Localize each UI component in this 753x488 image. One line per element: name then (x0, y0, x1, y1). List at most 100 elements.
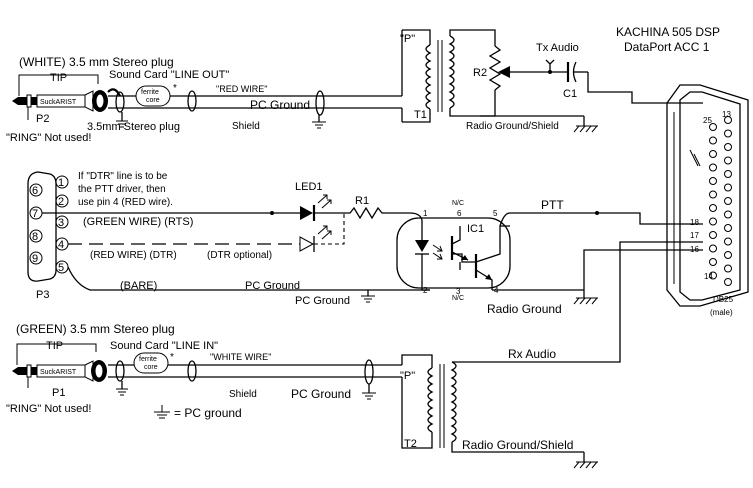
top-wire-twist (107, 88, 121, 97)
transformer-t1 (402, 29, 480, 123)
db9-pin-6: 6 (29, 183, 43, 197)
bottom-sound-card-label: Sound Card "LINE IN" (110, 340, 218, 352)
db25-pin-top-row (724, 224, 732, 232)
t1-p-label: "P" (400, 33, 415, 45)
ptt-radio-ground-label: Radio Ground (487, 302, 562, 316)
db25-pin-bottom-row (709, 136, 717, 145)
db9-pin-8: 8 (29, 229, 43, 243)
svg-text:ferrite: ferrite (141, 89, 159, 96)
bottom-plug-heading: (GREEN) 3.5 mm Stereo plug (16, 322, 175, 336)
ic1-nc-bottom: N/C (452, 295, 464, 302)
top-ferrite-asterisk: * (173, 83, 177, 94)
capacitor-c1 (564, 61, 588, 83)
ic1-pin5: 5 (493, 209, 498, 218)
db25-pin-grid (709, 116, 732, 286)
bottom-ferrite-asterisk: * (170, 352, 174, 363)
ptt-chassis-ground (573, 297, 598, 305)
pc-ground-bare-wire (67, 266, 430, 291)
top-tip-bracket (18, 74, 99, 96)
db9-label: P3 (36, 289, 49, 301)
db9-pin-1: 1 (55, 175, 69, 189)
ic1-nc-top: N/C (452, 200, 464, 207)
db25-pin-bottom-row (709, 190, 717, 199)
rx-radio-ground-label: Radio Ground/Shield (462, 438, 573, 452)
svg-text:3: 3 (58, 217, 64, 229)
db9-pin-3: 3 (55, 215, 69, 229)
dtr-red-label: (RED WIRE) (DTR) (90, 250, 177, 261)
db9-pin-4: 4 (55, 237, 69, 251)
db25-pin-bottom-row (709, 258, 717, 266)
c1-label: C1 (563, 88, 577, 100)
dtr-led-dashed-link (314, 213, 345, 245)
title-line1: KACHINA 505 DSP (616, 25, 720, 39)
db25-pin-bottom-row (709, 204, 717, 212)
db25-pin-top-row (724, 143, 732, 151)
db25-pin-top-row (724, 237, 732, 246)
resistor-r1 (314, 206, 410, 220)
dtr-note-line1: If "DTR" line is to be (78, 171, 168, 182)
top-connector-label: P2 (36, 113, 49, 125)
ptt-label: PTT (541, 198, 564, 212)
top-ground-symbol-2 (312, 121, 326, 129)
db25-pin-top-row (724, 264, 732, 273)
bottom-shield-label: Shield (229, 389, 257, 400)
db25-pin25: 25 (703, 116, 712, 125)
rx-audio-label: Rx Audio (508, 347, 556, 361)
svg-text:7: 7 (32, 208, 38, 220)
db25-pin-top-row (724, 170, 732, 178)
tx-radio-ground-label: Radio Ground/Shield (466, 121, 559, 132)
db25-pin-bottom-row (709, 217, 717, 226)
bottom-ground-symbol-1 (116, 388, 128, 396)
ic1-pin6: 6 (457, 209, 462, 218)
db25-pin-bottom-row (709, 244, 717, 253)
dtr-note-line2: the PTT driver, then (78, 184, 166, 195)
ptt-junction (595, 211, 599, 215)
db25-pin18: 18 (690, 218, 699, 227)
top-stereo-plug: SuckARIST (12, 90, 108, 112)
led1-label: LED1 (295, 181, 323, 193)
db25-pin-bottom-row (709, 123, 717, 131)
ic1-label: IC1 (467, 223, 484, 235)
bottom-connector-label: P1 (52, 387, 65, 399)
bottom-shield-ring-1 (115, 360, 125, 382)
ptt-wire-stub (499, 212, 511, 227)
bottom-shield-ring-2 (187, 360, 197, 382)
r2-label: R2 (473, 67, 487, 79)
tx-audio-wire-b (587, 72, 703, 104)
tx-audio-label: Tx Audio (536, 42, 579, 54)
bottom-plug-body-label: SuckARIST (40, 369, 77, 376)
top-shield-ring-1 (115, 91, 125, 113)
db9-pin-5: 5 (55, 260, 69, 274)
bottom-tip-bracket (16, 343, 97, 365)
db25-pin17: 17 (690, 231, 699, 240)
led1 (300, 194, 332, 221)
top-ferrite-core: ferrite core (135, 85, 171, 107)
svg-text:8: 8 (32, 231, 38, 243)
db25-pin-bottom-row (709, 150, 717, 158)
t1-label: T1 (414, 109, 427, 121)
svg-text:5: 5 (58, 262, 64, 274)
bottom-plug-tip-label: TIP (46, 340, 63, 352)
top-shield-ring-3 (315, 90, 325, 116)
db25-pin-top-row (724, 183, 732, 192)
t2-p-label: "P" (400, 370, 415, 382)
top-plug-body-label: SuckARIST (40, 99, 77, 106)
top-plug-heading: (WHITE) 3.5 mm Stereo plug (19, 55, 174, 69)
db25-pin14: 14 (704, 272, 713, 281)
ic1-pin2: 2 (423, 286, 428, 295)
svg-text:6: 6 (32, 185, 38, 197)
db25-pin16: 16 (690, 245, 699, 254)
db25-pin-top-row (724, 251, 732, 259)
led-dtr-optional (299, 225, 332, 252)
db25-pin-bottom-row (709, 163, 717, 172)
top-ring-note: "RING" Not used! (6, 132, 91, 144)
bottom-ferrite-core: ferrite core (133, 352, 169, 374)
bottom-stereo-plug: SuckARIST (12, 360, 107, 382)
rts-green-label: (GREEN WIRE) (RTS) (83, 216, 193, 228)
svg-text:9: 9 (32, 253, 38, 265)
dtr-optional-label: (DTR optional) (207, 250, 272, 261)
top-sound-card-label: Sound Card "LINE OUT" (109, 69, 229, 81)
pc-ground-label-2: PC Ground (295, 295, 350, 307)
